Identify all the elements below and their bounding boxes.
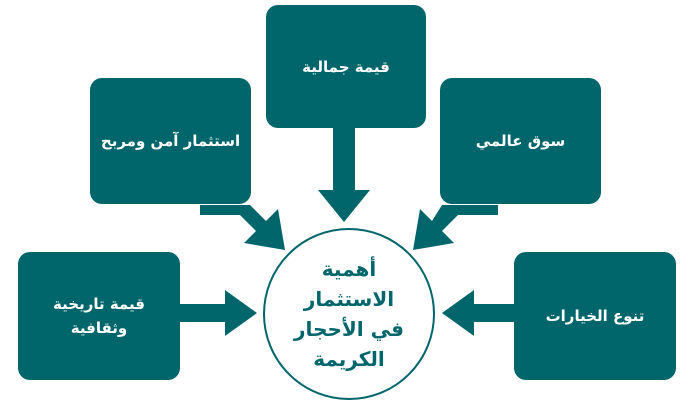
box-top-left: استثمار آمن ومربح (90, 78, 251, 204)
box-top-label: قيمة جمالية (302, 57, 390, 76)
box-left-label: قيمة تاريخية وثقافية (53, 295, 145, 337)
arrow-left (180, 290, 257, 336)
box-right: تنوع الخيارات (514, 252, 676, 380)
box-top-left-label: استثمار آمن ومربح (100, 132, 241, 150)
arrow-top (318, 128, 370, 222)
box-left: قيمة تاريخية وثقافية (18, 252, 180, 380)
arrow-top-right (413, 205, 498, 250)
box-top-right-label: سوق عالمي (475, 132, 566, 150)
box-top: قيمة جمالية (266, 5, 426, 128)
box-top-right: سوق عالمي (440, 78, 601, 204)
center-title: أهمية الاستثمار في الأحجار الكريمة (294, 257, 404, 371)
center-circle: أهمية الاستثمار في الأحجار الكريمة (263, 228, 435, 400)
arrow-right (442, 290, 514, 336)
box-right-label: تنوع الخيارات (545, 307, 645, 325)
arrow-top-left (200, 205, 285, 250)
